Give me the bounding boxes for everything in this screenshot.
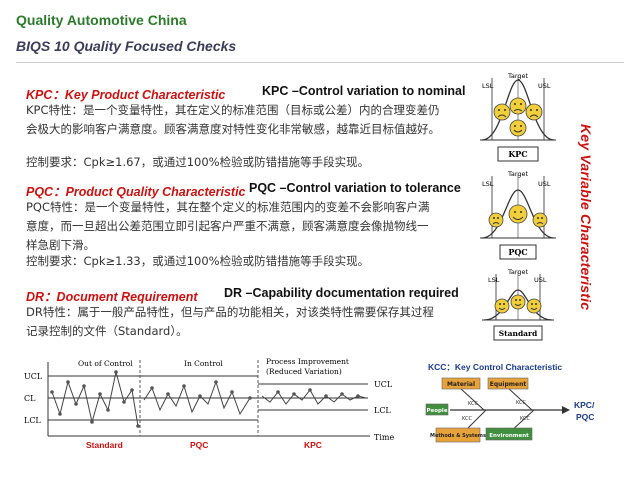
- process-improvement-label: Process Improvement: [266, 357, 349, 366]
- dr-desc-line2: 记录控制的文件（Standard）。: [26, 324, 188, 338]
- in-control-label: In Control: [184, 359, 223, 368]
- kcc-fishbone-diagram: KCC：Key Control Characteristic Material …: [425, 362, 595, 443]
- bell3-target: Target: [507, 268, 529, 276]
- sad-face-icon: [525, 103, 543, 121]
- ucl-label-left: UCL: [24, 372, 43, 381]
- lcl-label-right: LCL: [374, 406, 391, 415]
- reduced-variation-label: (Reduced Variation): [266, 367, 342, 376]
- kcc-result-line1: KPC/: [574, 400, 595, 410]
- bell1-target: Target: [507, 72, 529, 80]
- bell2-usl: USL: [538, 180, 551, 188]
- pqc-desc-line1: PQC特性：是一个变量特性，其在整个定义的标准范围内的变差不会影响客户满: [26, 200, 430, 214]
- happy-face-icon: [508, 204, 528, 224]
- kcc-label-3: KCC: [462, 416, 472, 422]
- cl-label-left: CL: [24, 394, 36, 403]
- pqc-heading: PQC：Product Quality Characteristic: [26, 185, 246, 199]
- bell3-lsl: LSL: [488, 276, 500, 284]
- sad-face-icon: [493, 103, 511, 121]
- pqc-desc-line3: 样急剧下滑。: [26, 238, 95, 252]
- kpc-badge: KPC: [508, 149, 527, 159]
- kpc-heading-en: KPC –Control variation to nominal: [262, 84, 466, 98]
- time-label: Time: [374, 433, 394, 442]
- dr-heading: DR：Document Requirement: [26, 290, 198, 304]
- happy-face-icon: [494, 298, 510, 314]
- out-of-control-label: Out of Control: [78, 359, 133, 368]
- environment-box: Environment: [489, 433, 529, 439]
- material-box: Material: [447, 381, 475, 388]
- kpc-requirement: 控制要求：Cpk≥1.67，或通过100%检验或防错措施等手段实现。: [26, 155, 370, 169]
- pqc-bell-curve: LSL Target USL PQC: [480, 170, 556, 260]
- pqc-requirement: 控制要求：Cpk≥1.33，或通过100%检验或防错措施等手段实现。: [26, 254, 370, 268]
- kcc-label-1: KCC: [468, 401, 478, 407]
- happy-face-icon: [526, 298, 542, 314]
- key-variable-characteristic-label: Key Variable Characteristic: [578, 124, 594, 311]
- standard-badge: Standard: [499, 329, 538, 338]
- people-box: People: [426, 408, 447, 414]
- happy-face-icon: [510, 294, 526, 310]
- methods-systems-box: Methods & Systems: [430, 433, 486, 439]
- dr-desc-line1: DR特性：属于一般产品特性，但与产品的功能相关，对该类特性需要保存其过程: [26, 305, 434, 319]
- kpc-desc-line1: KPC特性：是一个变量特性，其在定义的标准范围（目标或公差）内的合理变差仍: [26, 103, 440, 117]
- sad-face-icon: [488, 212, 504, 228]
- kpc-heading: KPC：Key Product Characteristic: [26, 88, 226, 102]
- bell2-lsl: LSL: [482, 180, 494, 188]
- bell1-lsl: LSL: [482, 82, 494, 90]
- lcl-label-left: LCL: [24, 416, 41, 425]
- kcc-result-line2: PQC: [576, 412, 594, 422]
- header-subtitle: BIQS 10 Quality Focused Checks: [16, 38, 237, 54]
- kpc-desc-line2: 会极大的影响客户满意度。顾客满意度对特性变化非常敏感，越靠近目标值越好。: [26, 122, 440, 136]
- pqc-badge: PQC: [508, 247, 527, 257]
- kcc-label-4: KCC: [520, 416, 530, 422]
- bell2-target: Target: [507, 170, 529, 178]
- sad-face-icon: [509, 97, 527, 115]
- kpc-zone-label: KPC: [304, 440, 322, 450]
- pqc-desc-line2: 意度，而一旦超出公差范围立即引起客户严重不满意，顾客满意度会像抛物线一: [26, 219, 429, 233]
- control-chart: Out of Control In Control Process Improv…: [24, 357, 394, 450]
- kcc-title: KCC：Key Control Characteristic: [428, 362, 562, 372]
- pqc-heading-en: PQC –Control variation to tolerance: [249, 181, 461, 195]
- standard-bell-curve: LSL Target USL Standard: [482, 268, 554, 341]
- bell3-usl: USL: [534, 276, 547, 284]
- dr-heading-en: DR –Capability documentation required: [224, 286, 459, 300]
- kcc-label-2: KCC: [516, 400, 526, 406]
- happy-face-icon: [509, 119, 527, 137]
- sad-face-icon: [532, 212, 548, 228]
- equipment-box: Equipment: [490, 381, 527, 388]
- kpc-bell-curve: LSL Target USL KPC: [480, 72, 556, 162]
- pqc-zone-label: PQC: [190, 440, 208, 450]
- bell1-usl: USL: [538, 82, 551, 90]
- standard-zone-label: Standard: [86, 440, 123, 450]
- header-title: Quality Automotive China: [16, 12, 187, 28]
- ucl-label-right: UCL: [374, 380, 393, 389]
- header-divider: [16, 62, 624, 63]
